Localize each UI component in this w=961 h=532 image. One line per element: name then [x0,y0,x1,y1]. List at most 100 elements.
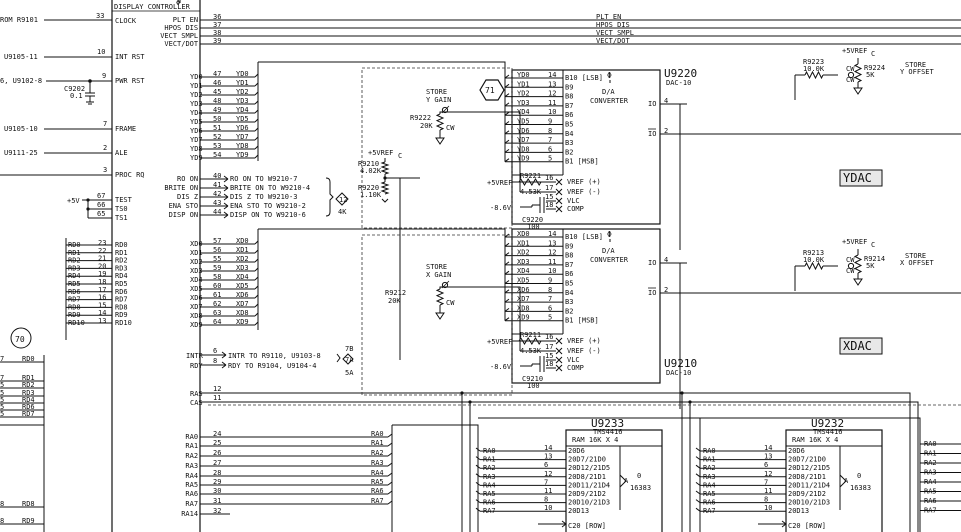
resistor-val: 10.0K [803,65,825,73]
pin-number: 8 [764,496,768,504]
wire [387,452,393,457]
left-num: 8 [0,500,4,508]
xdata-net: XD5 [236,282,249,290]
store-label: STORE [426,263,447,271]
pin-number: 8 [548,127,552,135]
ra-label: RA6 [185,490,198,498]
rd-function: RD2 [115,257,128,265]
pin-number: 16 [545,174,553,182]
pin-number: 57 [213,237,221,245]
left-num: 5 [0,410,4,418]
pin-number: 63 [213,309,221,317]
dac-sub: DAC-10 [666,79,691,87]
vlc: VLC [567,197,580,205]
wire [387,481,393,486]
pin-number: 52 [213,133,221,141]
vref-minus: VREF (-) [567,188,601,196]
xdata-label: XD0 [190,240,203,248]
pin-number: 7 [544,478,548,486]
ctrl-label: RO ON [177,175,198,183]
ref-number: 12 [339,196,347,204]
wire [387,433,393,438]
resistor [380,161,390,175]
svg-text:YDAC: YDAC [843,171,872,185]
svg-text:67: 67 [97,192,105,200]
pin-number: 5 [548,155,552,163]
wire [381,198,389,203]
wire [853,87,863,95]
ram-a-max: 16383 [850,484,871,492]
ram-func: 20D6 [788,447,805,455]
wire [695,490,701,495]
wire [254,258,259,263]
pot-symbol [441,106,449,114]
ram-desc: RAM 16K X 4 [572,436,618,444]
dac-bit: B10 [LSB] [565,233,603,241]
wire [387,462,393,467]
resistor [518,337,542,345]
pin-number: 13 [544,453,552,461]
ram-func: 20D12/21D5 [568,464,610,472]
pot-ref: R9212 [385,289,406,297]
xdata-label: XD7 [190,303,203,311]
svg-text:INTR TO R9110, U9103-8: INTR TO R9110, U9103-8 [228,352,321,360]
pin-number: 55 [213,255,221,263]
rd-function: RD5 [115,280,128,288]
pin-number: 17 [98,286,106,294]
svg-text:RDY TO R9104, U9104-4: RDY TO R9104, U9104-4 [228,362,317,370]
ydata-net: YD9 [236,151,249,159]
callout-number: 71 [485,86,495,95]
wire [504,74,510,79]
wire [504,233,510,238]
dac-title: D/A [602,88,615,96]
dac-in-label: YD3 [517,99,530,107]
wire [254,312,259,317]
wire [475,499,481,503]
ram-func: 20D6 [568,447,585,455]
wire [254,127,259,132]
ra-net-label: RA5 [371,478,384,486]
ydata-net: YD1 [236,79,249,87]
dac-io: IO [648,100,656,108]
rd-function: RD3 [115,264,128,272]
dac-bit: B1 [MSB] [565,158,599,166]
left-rd-label: RD0 [22,355,35,363]
pin-number: 26 [213,449,221,457]
top-bus-dest: PLT EN [596,13,621,21]
wire [504,298,510,303]
wire [325,177,334,217]
pot-val: 5K [866,71,875,79]
pin-number: 27 [213,459,221,467]
resistor [380,181,390,195]
top-bus-dest: VECT SMPL [596,29,634,37]
svg-text:CLOCK: CLOCK [115,17,137,25]
wire [254,100,259,105]
wire [475,447,481,452]
pin-number: 60 [213,282,221,290]
pin-number: 10 [548,108,556,116]
ctrl-label: BRITE ON [164,184,198,192]
wire [555,178,563,186]
pin-number: 44 [213,208,221,216]
cap-val: 100 [527,223,540,231]
pin-number: 14 [544,444,552,452]
wire [695,507,701,512]
pin-number: 13 [764,453,772,461]
wire [504,102,510,107]
wire [504,83,510,88]
wire [475,507,481,512]
left-num: 7 [0,355,4,363]
pot-val: 20K [388,297,401,305]
pin-number: 30 [213,487,221,495]
ydata-net: YD6 [236,124,249,132]
ram-a-zero: 0 [857,472,861,480]
svg-text:TS1: TS1 [115,214,128,222]
xdata-net: XD2 [236,255,249,263]
pin-number: 6 [544,461,548,469]
pin-number: 5 [548,314,552,322]
ram-func: 20D8/21D1 [788,473,826,481]
rd-function: RD6 [115,288,128,296]
wire [254,249,259,254]
